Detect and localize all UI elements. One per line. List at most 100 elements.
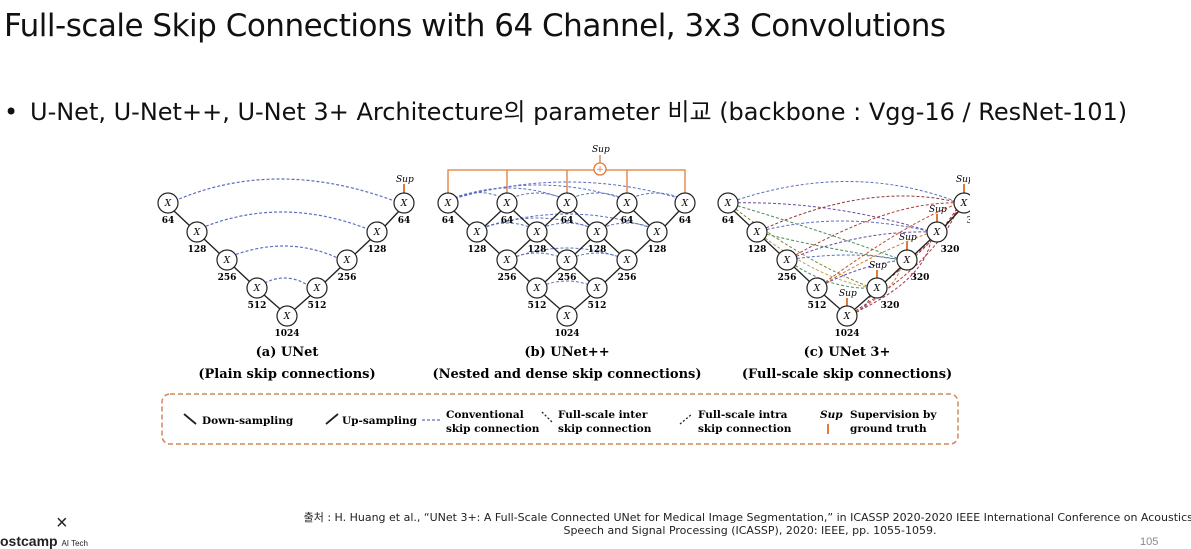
full-scale-inter-icon: [541, 411, 553, 423]
unet3plus-caption: (Full-scale skip connections): [742, 367, 952, 382]
sup-label-c3: Sup: [899, 233, 917, 243]
ch-b-64: 64: [442, 216, 455, 226]
svg-text:X: X: [193, 228, 201, 238]
page-number: 105: [1140, 536, 1159, 548]
svg-text:X: X: [533, 284, 541, 294]
legend-sup1: Supervision by: [850, 409, 937, 421]
svg-text:+: +: [596, 165, 604, 175]
ch-b-128-3: 128: [648, 245, 667, 255]
logo: ostcamp AI Tech: [0, 533, 88, 549]
ch-b-64-4: 64: [679, 216, 692, 226]
svg-text:X: X: [593, 284, 601, 294]
svg-text:X: X: [563, 312, 571, 322]
bullet-text: U-Net, U-Net++, U-Net 3+ Architecture의 p…: [30, 98, 1128, 126]
ch-b-256: 256: [498, 273, 517, 283]
svg-text:X: X: [563, 199, 571, 209]
citation: 출처 : H. Huang et al., “UNet 3+: A Full-S…: [300, 511, 1191, 537]
ch-b-256-1: 256: [558, 273, 577, 283]
sup-label-c2: Sup: [929, 205, 947, 215]
ch-a-512-de: 512: [308, 301, 327, 311]
svg-text:X: X: [783, 256, 791, 266]
ch-a-256-de: 256: [338, 273, 357, 283]
citation-line-1: 출처 : H. Huang et al., “UNet 3+: A Full-S…: [303, 511, 1191, 524]
ch-b-64-2: 64: [561, 216, 574, 226]
svg-text:X: X: [681, 199, 689, 209]
sup-label-c1: Sup: [956, 175, 970, 185]
legend-conv2: skip connection: [446, 423, 540, 435]
svg-text:X: X: [593, 228, 601, 238]
architecture-figure: Sup XXX XXX XXX 64 128 256 512 1024 512 …: [157, 145, 970, 445]
legend-intra1: Full-scale intra: [698, 409, 788, 421]
ch-b-1024: 1024: [554, 329, 579, 339]
svg-text:X: X: [843, 312, 851, 322]
ch-c-1024: 1024: [834, 329, 859, 339]
legend-conv1: Conventional: [446, 409, 524, 421]
sup-label-c5: Sup: [839, 289, 857, 299]
svg-text:X: X: [253, 284, 261, 294]
full-scale-intra-icon: [679, 413, 693, 425]
svg-text:X: X: [903, 256, 911, 266]
ch-a-128-de: 128: [368, 245, 387, 255]
svg-text:X: X: [164, 199, 172, 209]
svg-text:X: X: [343, 256, 351, 266]
ch-a-64: 64: [162, 216, 175, 226]
svg-text:X: X: [400, 199, 408, 209]
svg-text:X: X: [473, 228, 481, 238]
ch-b-128: 128: [468, 245, 487, 255]
svg-text:X: X: [653, 228, 661, 238]
svg-text:X: X: [503, 199, 511, 209]
svg-text:X: X: [933, 228, 941, 238]
svg-text:X: X: [533, 228, 541, 238]
svg-text:X: X: [753, 228, 761, 238]
svg-text:X: X: [563, 256, 571, 266]
legend-inter1: Full-scale inter: [558, 409, 648, 421]
ch-b-512: 512: [528, 301, 547, 311]
legend-intra2: skip connection: [698, 423, 792, 435]
svg-text:X: X: [444, 199, 452, 209]
svg-text:X: X: [813, 284, 821, 294]
bullet-dot-icon: •: [4, 98, 19, 126]
unetpp-label: (b) UNet++: [524, 345, 609, 360]
legend-down: Down-sampling: [202, 415, 294, 427]
ch-c-320-1: 320: [881, 301, 900, 311]
svg-text:X: X: [623, 199, 631, 209]
unetpp-caption: (Nested and dense skip connections): [432, 367, 701, 382]
logo-name: ostcamp: [0, 533, 58, 549]
ch-b-128-2: 128: [588, 245, 607, 255]
sup-label-b: Sup: [592, 145, 610, 155]
svg-text:X: X: [724, 199, 732, 209]
ch-c-128: 128: [748, 245, 767, 255]
ch-a-512: 512: [248, 301, 267, 311]
ch-b-64-3: 64: [621, 216, 634, 226]
citation-line-2: Speech and Signal Processing (ICASSP), 2…: [563, 524, 937, 537]
ch-a-128: 128: [188, 245, 207, 255]
ch-b-256-2: 256: [618, 273, 637, 283]
svg-text:X: X: [960, 199, 968, 209]
ch-c-320-4: 320: [967, 216, 970, 226]
svg-text:X: X: [313, 284, 321, 294]
legend-up: Up-sampling: [342, 415, 418, 427]
ch-c-320-2: 320: [911, 273, 930, 283]
legend-sup2: ground truth: [850, 423, 927, 435]
ch-a-1024: 1024: [274, 329, 299, 339]
ch-c-512: 512: [808, 301, 827, 311]
up-sampling-icon: [325, 413, 339, 425]
unetpp-diagram: + Sup: [432, 145, 701, 382]
ch-b-512-1: 512: [588, 301, 607, 311]
unet-diagram: Sup XXX XXX XXX 64 128 256 512 1024 512 …: [157, 175, 415, 382]
unet-caption: (Plain skip connections): [198, 367, 375, 382]
unet-label: (a) UNet: [256, 345, 319, 360]
ch-a-64-de: 64: [398, 216, 411, 226]
svg-text:X: X: [873, 284, 881, 294]
legend-sup: Sup: [820, 409, 843, 421]
ch-c-320-3: 320: [941, 245, 960, 255]
svg-text:X: X: [623, 256, 631, 266]
bullet-item: • U-Net, U-Net++, U-Net 3+ Architecture의 …: [4, 92, 1127, 127]
sup-label-a: Sup: [396, 175, 414, 185]
ch-c-256: 256: [778, 273, 797, 283]
ch-b-64-1: 64: [501, 216, 514, 226]
ch-a-256: 256: [218, 273, 237, 283]
svg-text:X: X: [223, 256, 231, 266]
svg-text:X: X: [503, 256, 511, 266]
page-title: Full-scale Skip Connections with 64 Chan…: [4, 8, 946, 44]
